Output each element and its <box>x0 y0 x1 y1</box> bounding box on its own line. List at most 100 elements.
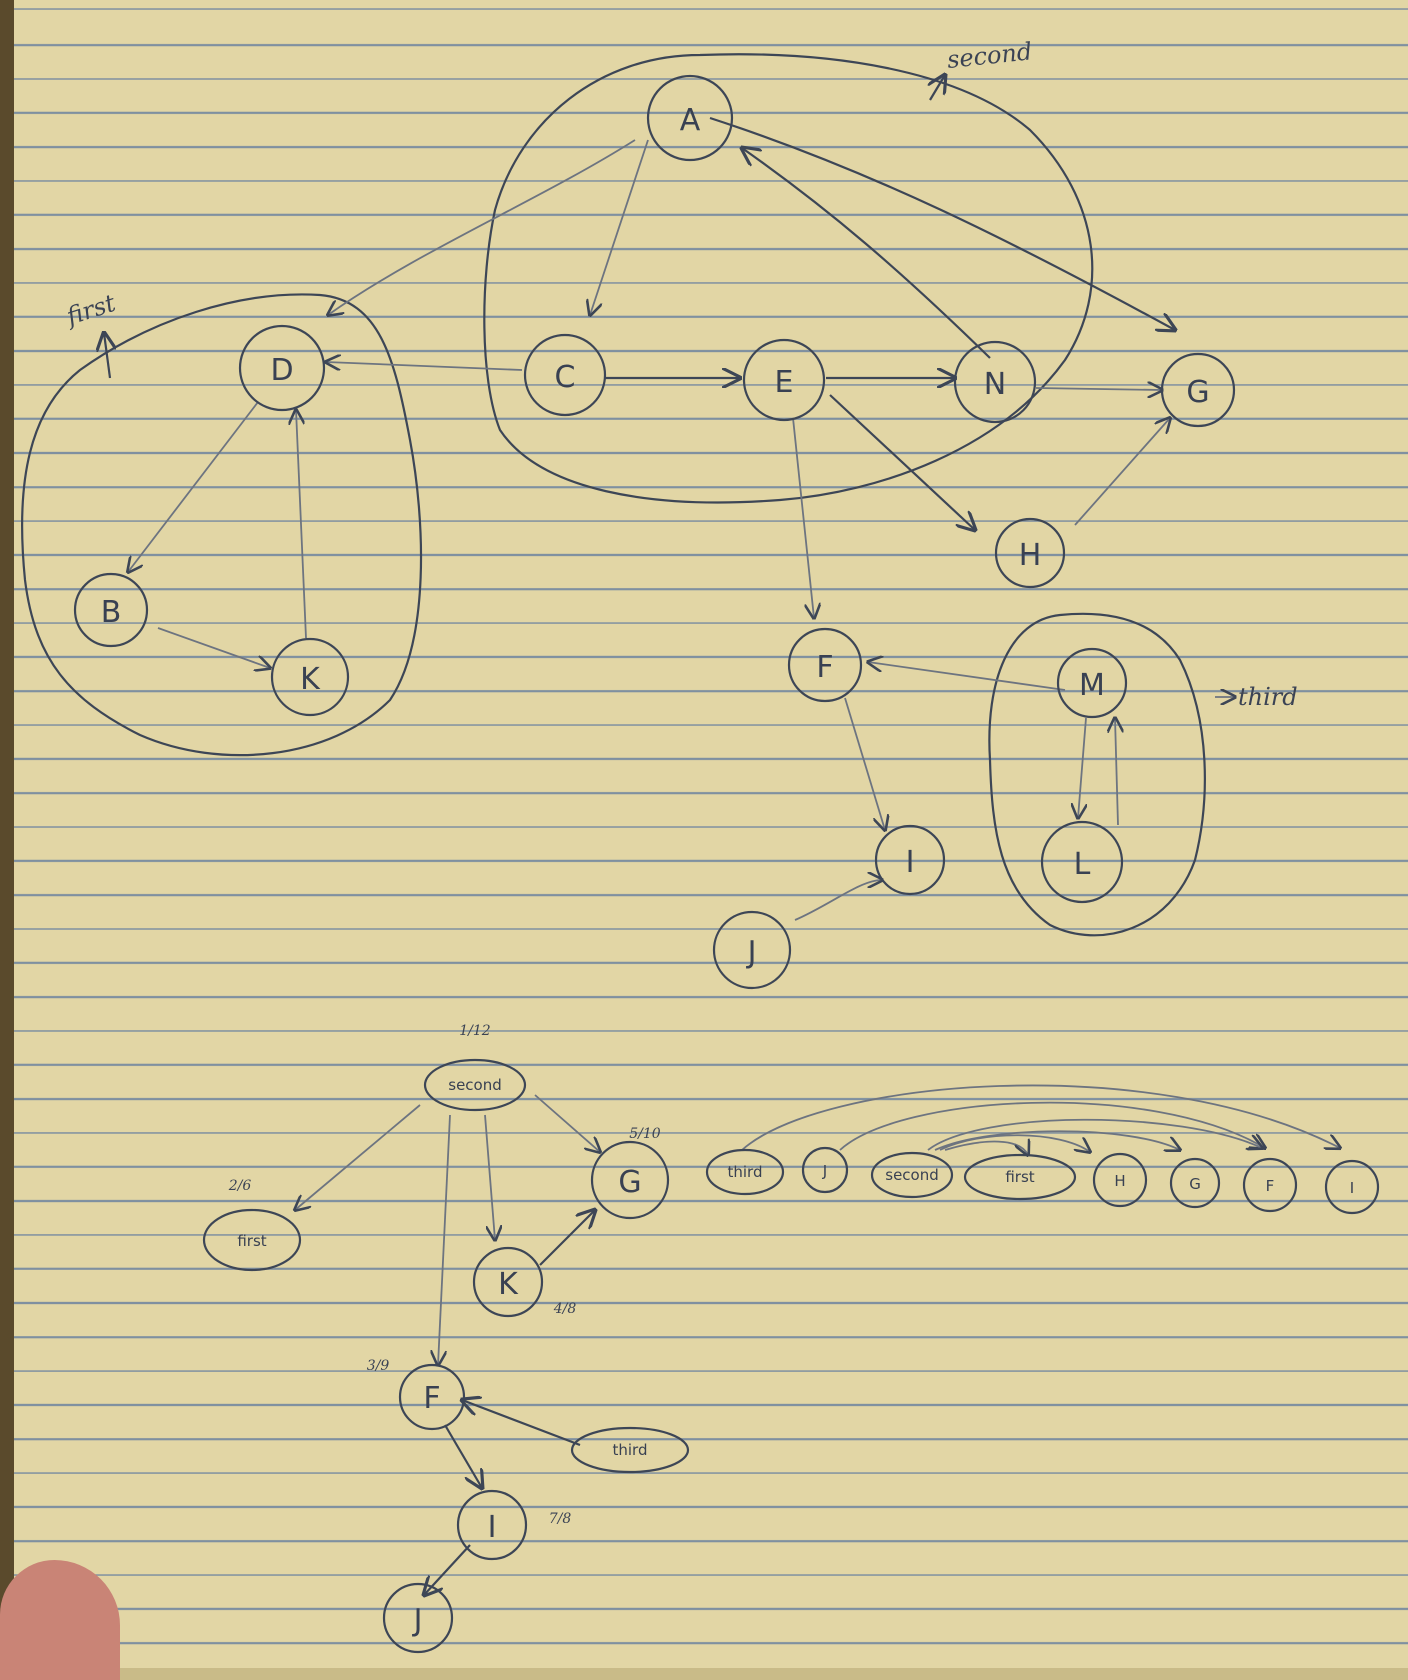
edge-a-c <box>590 139 649 315</box>
svg-text:F: F <box>1266 1177 1275 1195</box>
topo-arc-3 <box>927 1118 1262 1151</box>
node-a: A <box>646 74 734 162</box>
group-second-outline <box>483 53 1094 504</box>
topo-arc-5 <box>939 1134 1090 1152</box>
component-graph-edges <box>295 1094 600 1595</box>
annotation-first-arrow <box>104 333 110 379</box>
cnode-i: I 7/8 <box>456 1489 572 1561</box>
node-h: H <box>994 517 1066 589</box>
node-j: J <box>712 910 792 990</box>
node-i: I <box>874 824 946 896</box>
group-third-outline <box>988 612 1206 937</box>
cnode-g: G 5/10 <box>590 1126 670 1220</box>
svg-text:N: N <box>984 367 1006 402</box>
svg-text:third: third <box>613 1441 648 1459</box>
cedge-second-g <box>534 1094 600 1152</box>
node-e: E <box>742 338 826 422</box>
edge-a-g <box>709 116 1175 330</box>
svg-text:L: L <box>1074 847 1091 882</box>
cedge-second-first <box>295 1104 421 1210</box>
node-n: N <box>953 340 1037 424</box>
top-graph-edges <box>128 116 1175 921</box>
svg-text:K: K <box>300 662 321 697</box>
node-d: D <box>238 324 326 412</box>
node-c: C <box>523 333 607 417</box>
topological-order-arcs <box>741 1084 1340 1155</box>
topo-node-second: second <box>870 1151 954 1199</box>
edge-f-i <box>844 697 885 830</box>
edge-c-d <box>326 362 523 371</box>
node-k: K <box>270 637 350 717</box>
svg-text:first: first <box>1005 1168 1034 1186</box>
cnode-k: K 4/8 <box>472 1246 577 1318</box>
svg-text:J: J <box>822 1162 827 1180</box>
annotation-second: second <box>946 37 1034 74</box>
topo-node-third: third <box>705 1148 785 1196</box>
topo-node-g: G <box>1169 1157 1221 1209</box>
cedge-third-f <box>462 1400 581 1447</box>
edge-h-g <box>1074 418 1170 526</box>
svg-text:4/8: 4/8 <box>553 1301 577 1317</box>
svg-text:D: D <box>270 353 293 388</box>
edge-e-h <box>829 394 975 530</box>
svg-text:F: F <box>423 1381 440 1416</box>
edge-k-d <box>296 410 307 639</box>
cnode-third: third <box>570 1426 690 1474</box>
svg-text:F: F <box>816 650 833 685</box>
cnode-j: J <box>382 1582 454 1654</box>
notebook-binding-edge <box>0 0 14 1668</box>
svg-text:K: K <box>498 1267 519 1302</box>
edge-j-i <box>794 880 882 921</box>
group-annotations: first second third <box>61 37 1297 711</box>
svg-text:H: H <box>1114 1172 1125 1190</box>
cedge-f-i <box>444 1424 482 1488</box>
svg-text:7/8: 7/8 <box>549 1511 572 1527</box>
svg-text:H: H <box>1019 538 1042 573</box>
topo-node-h: H <box>1092 1152 1148 1208</box>
svg-text:second: second <box>885 1166 939 1184</box>
svg-text:G: G <box>618 1165 641 1200</box>
node-g: G <box>1160 352 1236 428</box>
topo-arc-4 <box>934 1130 1180 1150</box>
svg-text:1/12: 1/12 <box>459 1023 491 1039</box>
annotation-first: first <box>61 289 119 332</box>
edge-l-m <box>1115 718 1118 826</box>
edge-m-f <box>868 662 1066 691</box>
component-graph-nodes: second 1/12 first 2/6 G 5/10 K 4/8 F 3/9… <box>202 1023 690 1654</box>
svg-text:third: third <box>728 1163 763 1181</box>
cedge-k-g <box>539 1210 595 1266</box>
svg-text:I: I <box>906 845 915 880</box>
cedge-second-k <box>484 1114 495 1240</box>
svg-text:5/10: 5/10 <box>629 1126 661 1142</box>
svg-text:3/9: 3/9 <box>367 1358 390 1374</box>
node-f: F <box>787 627 863 703</box>
group-first-outline <box>20 293 423 757</box>
cnode-first: first 2/6 <box>202 1178 302 1272</box>
topo-node-first: first <box>963 1153 1077 1201</box>
topo-arc-6 <box>944 1142 1028 1155</box>
svg-text:C: C <box>555 360 576 395</box>
node-l: L <box>1040 820 1124 904</box>
topo-node-i: I <box>1324 1159 1380 1215</box>
topo-node-f: F <box>1242 1157 1298 1213</box>
annotation-third: third <box>1238 683 1298 711</box>
svg-text:B: B <box>101 595 122 630</box>
edge-n-a <box>742 148 991 359</box>
svg-text:A: A <box>680 103 701 138</box>
svg-text:I: I <box>488 1510 497 1545</box>
topo-arc-1 <box>741 1084 1340 1151</box>
cnode-second: second 1/12 <box>423 1023 527 1112</box>
svg-text:2/6: 2/6 <box>228 1178 252 1194</box>
annotation-second-arrow <box>930 75 945 101</box>
cedge-second-f <box>438 1114 451 1365</box>
top-graph-nodes: A C D E N G B K <box>73 74 1236 990</box>
group-outlines <box>20 53 1206 937</box>
topo-arc-2 <box>839 1101 1265 1151</box>
topological-order-nodes: third J second first H G F I <box>705 1146 1380 1215</box>
node-m: M <box>1056 647 1128 719</box>
edge-m-l <box>1078 717 1086 818</box>
svg-text:M: M <box>1079 668 1105 703</box>
cnode-f: F 3/9 <box>367 1358 466 1431</box>
svg-text:E: E <box>775 365 794 400</box>
